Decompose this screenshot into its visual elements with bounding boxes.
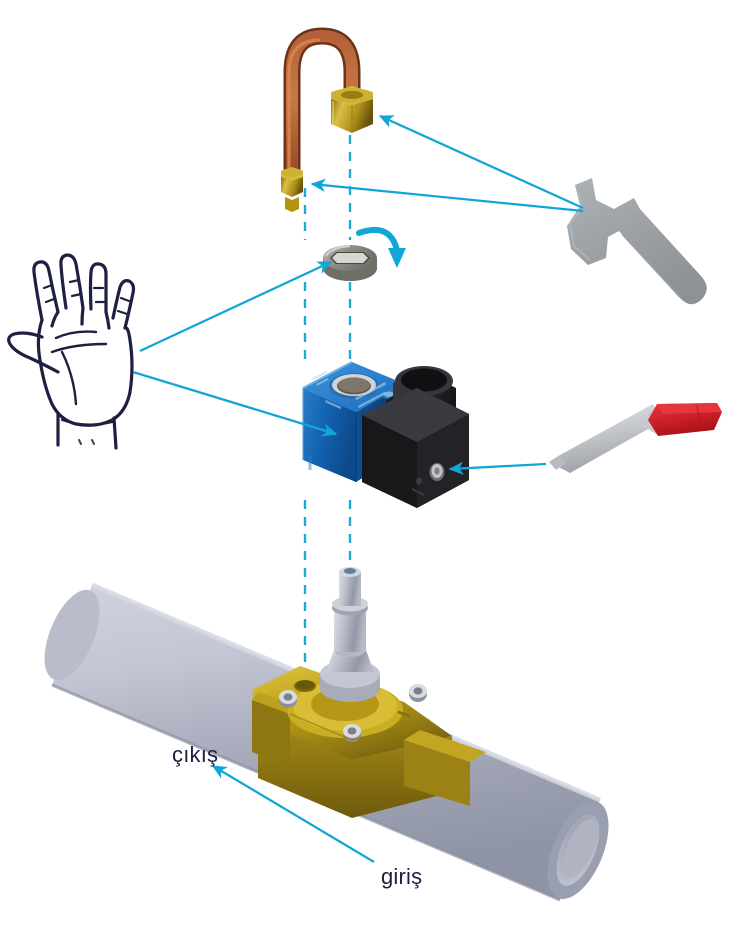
brass-compression-nut — [331, 86, 373, 133]
arrow-wrench-to-upper-nut — [378, 114, 584, 210]
arrow-wrench-to-lower-fitting — [310, 178, 584, 213]
din-plug-connector — [362, 366, 469, 508]
arrow-outlet — [211, 765, 375, 863]
coil-retaining-nut — [323, 244, 377, 281]
valve-bolt — [279, 690, 297, 708]
arrow-hand-to-retaining-nut — [139, 260, 333, 353]
pipe-open-end — [547, 801, 609, 899]
callout-arrows — [132, 114, 584, 863]
copper-capillary-tube — [283, 27, 361, 190]
armature-tube — [320, 567, 380, 702]
valve-bolt — [409, 684, 427, 702]
open-hand-icon — [7, 253, 136, 450]
rotate-clockwise-arrow — [356, 226, 406, 268]
wrench-icon — [567, 178, 707, 305]
arrow-hand-to-coil — [132, 370, 338, 437]
label-inlet: giriş — [381, 864, 423, 889]
screwdriver-icon — [549, 403, 722, 473]
label-outlet: çıkış — [172, 742, 219, 767]
brass-end-fitting — [281, 167, 303, 212]
alignment-guide-lines — [303, 118, 352, 672]
arrow-screwdriver-to-connector-screw — [448, 461, 547, 476]
